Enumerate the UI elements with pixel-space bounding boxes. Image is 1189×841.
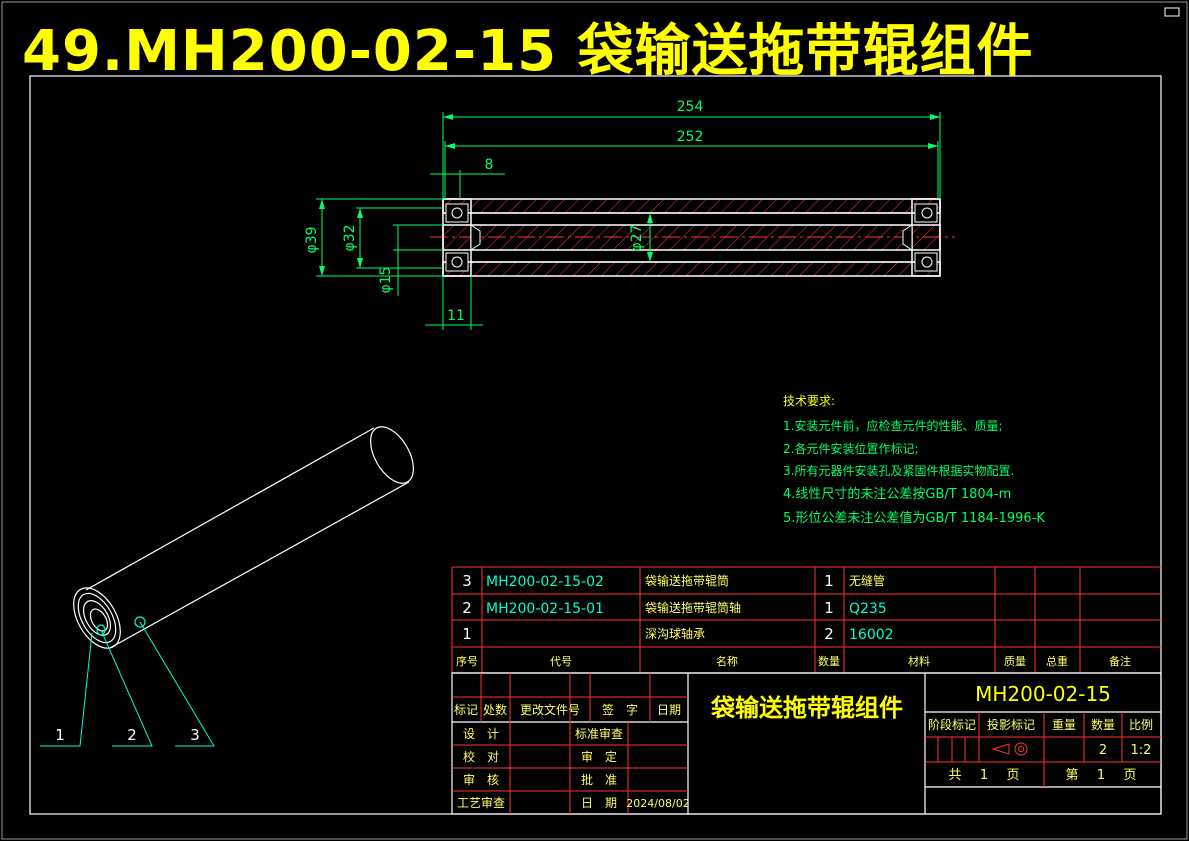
meta-projection: 投影标记 (987, 717, 1035, 732)
qty-value: 2 (1099, 743, 1107, 758)
bom-material: Q235 (849, 601, 887, 617)
bom-header-code: 代号 (550, 655, 572, 668)
bom-no: 3 (462, 572, 472, 590)
dim-254: 254 (677, 99, 704, 115)
bom-code: MH200-02-15-02 (486, 574, 604, 590)
meta-weight: 重量 (1052, 718, 1076, 732)
tech-item-4: 4.线性尺寸的未注公差按GB/T 1804-m (783, 486, 1011, 502)
bom-header-weight: 质量 (1004, 655, 1026, 668)
bom-code: MH200-02-15-01 (486, 601, 604, 617)
bom-qty: 1 (824, 572, 834, 590)
bom-material: 16002 (849, 627, 894, 643)
title-block-minor-grid (452, 673, 1161, 814)
bom-no: 2 (462, 599, 472, 617)
tech-item-1: 1.安装元件前，应检查元件的性能、质量; (783, 418, 1003, 433)
technical-requirements: 技术要求: 1.安装元件前，应检查元件的性能、质量; 2.各元件安装位置作标记;… (783, 394, 1045, 526)
dim-dia-32: φ32 (342, 224, 358, 251)
signoff-date-value: 2024/08/02 (626, 797, 689, 810)
scale-value: 1:2 (1131, 743, 1152, 758)
dimension-lines (316, 112, 941, 330)
change-header-sign: 签 字 (602, 702, 638, 717)
bom-row-2: 2 MH200-02-15-01 袋输送拖带辊筒轴 1 Q235 (462, 599, 887, 617)
isometric-view (73, 426, 414, 649)
tech-item-2: 2.各元件安装位置作标记; (783, 441, 919, 456)
projection-symbol-icon (991, 742, 1028, 756)
balloon-2: 2 (127, 726, 137, 744)
change-header-docno: 更改文件号 (520, 702, 580, 717)
bom-grid (451, 566, 1161, 673)
bom-row-1: 1 深沟球轴承 2 16002 (462, 625, 893, 643)
meta-qty: 数量 (1091, 717, 1115, 732)
total-pages: 1 (980, 768, 988, 783)
meta-scale: 比例 (1129, 718, 1153, 732)
balloon-3: 3 (190, 726, 200, 744)
bom-material: 无缝管 (849, 573, 885, 588)
change-header-date: 日期 (657, 703, 681, 717)
bom-name: 袋输送拖带辊筒轴 (645, 600, 741, 615)
meta-stage: 阶段标记 (928, 717, 976, 732)
dim-dia-39: φ39 (304, 226, 320, 253)
signoff-approve: 批 准 (581, 772, 617, 787)
drawing-title: 49.MH200-02-15 袋输送拖带辊组件 (22, 19, 1034, 84)
bom-header-material: 材料 (908, 654, 930, 668)
signoff-confirm: 审 定 (581, 749, 617, 764)
dimension-arrows (319, 114, 940, 276)
signoff-design: 设 计 (463, 727, 499, 741)
dim-dia-15: φ15 (378, 266, 394, 293)
bom-no: 1 (462, 625, 472, 643)
bom-qty: 1 (824, 599, 834, 617)
bom-header-no: 序号 (456, 654, 478, 668)
signoff-check: 校 对 (463, 749, 499, 764)
page-number: 1 (1097, 768, 1105, 783)
bom-header-qty: 数量 (818, 655, 840, 668)
total-unit: 页 (1006, 768, 1019, 783)
section-view (430, 198, 955, 277)
signoff-date-label: 日 期 (581, 796, 617, 810)
tech-item-3: 3.所有元器件安装孔及紧固件根据实物配置. (783, 463, 1014, 478)
part-name: 袋输送拖带辊组件 (710, 694, 903, 722)
dim-252: 252 (677, 129, 704, 145)
signoff-audit: 审 核 (463, 772, 499, 787)
dim-11: 11 (447, 308, 465, 324)
drawing-code: MH200-02-15 (975, 682, 1111, 706)
bom-row-3: 3 MH200-02-15-02 袋输送拖带辊筒 1 无缝管 (462, 572, 885, 590)
bom-header-name: 名称 (716, 654, 738, 668)
bom-name: 深沟球轴承 (645, 626, 705, 641)
corner-mark (1164, 7, 1180, 17)
total-label: 共 (948, 768, 961, 783)
tech-item-5: 5.形位公差未注公差值为GB/T 1184-1996-K (783, 510, 1045, 526)
signoff-std-review: 标准审查 (575, 726, 623, 741)
bom-header-total: 总重 (1046, 654, 1068, 668)
bom-qty: 2 (824, 625, 834, 643)
bom-header: 序号 代号 名称 数量 材料 质量 总重 备注 (456, 654, 1131, 668)
change-header-count: 处数 (483, 702, 507, 717)
page-label: 第 (1065, 768, 1078, 783)
signoff-process: 工艺审查 (457, 795, 505, 810)
page-unit: 页 (1123, 768, 1136, 783)
bom-name: 袋输送拖带辊筒 (645, 573, 729, 588)
balloon-1: 1 (55, 726, 65, 744)
tech-heading: 技术要求: (783, 394, 835, 408)
balloon-leaders (40, 621, 215, 747)
dim-dia-27: φ27 (629, 224, 645, 251)
change-header-mark: 标记 (454, 703, 478, 717)
dim-8: 8 (485, 157, 494, 173)
bom-header-remark: 备注 (1109, 654, 1131, 668)
